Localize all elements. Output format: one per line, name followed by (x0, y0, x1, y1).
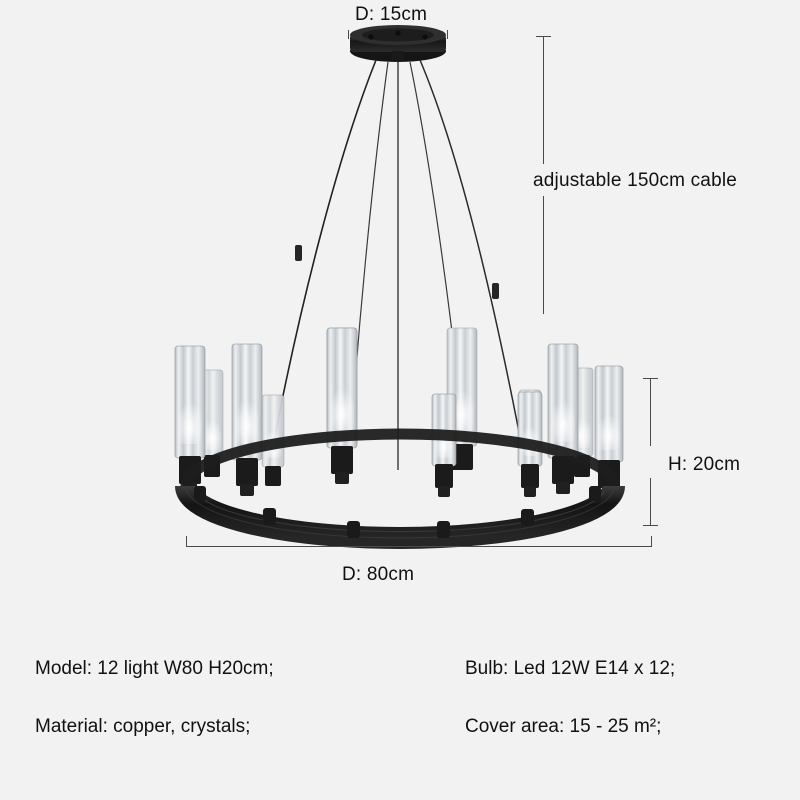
diameter-tick-right (651, 536, 652, 547)
diameter-measure-line (186, 546, 652, 547)
cable-measure-line-upper (543, 36, 544, 164)
ceiling-canopy (350, 25, 446, 62)
cable-length-label: adjustable 150cm cable (533, 170, 738, 191)
ring-drops (194, 486, 601, 538)
height-measure-line-upper (650, 378, 651, 446)
cable-adjusters (295, 245, 499, 299)
spec-cover-area: Cover area: 15 - 25 m²; (465, 716, 662, 737)
height-label: H: 20cm (668, 454, 741, 475)
top-diameter-label: D: 15cm (355, 4, 428, 25)
top-diameter-tick-right (447, 30, 448, 39)
spec-model: Model: 12 light W80 H20cm; (35, 658, 274, 679)
bottom-diameter-label: D: 80cm (342, 564, 415, 585)
cable-measure-tick (536, 36, 551, 37)
suspension-cables (267, 59, 525, 473)
height-measure-line-lower (650, 478, 651, 526)
spec-row: Model: 12 light W80 H20cm; Bulb: Led 12W… (0, 640, 800, 698)
height-measure-tick-top (643, 378, 658, 379)
ring-frame (175, 428, 625, 549)
spec-bulb: Bulb: Led 12W E14 x 12; (465, 658, 676, 679)
spec-list: Model: 12 light W80 H20cm; Bulb: Led 12W… (0, 640, 800, 756)
spec-material: Material: copper, crystals; (35, 716, 251, 737)
cable-measure-line-lower (543, 196, 544, 314)
front-candles (174, 327, 624, 498)
height-measure-tick-bottom (643, 525, 658, 526)
spec-row: Material: copper, crystals; Cover area: … (0, 698, 800, 756)
top-diameter-tick-left (348, 30, 349, 39)
diameter-tick-left (186, 536, 187, 547)
